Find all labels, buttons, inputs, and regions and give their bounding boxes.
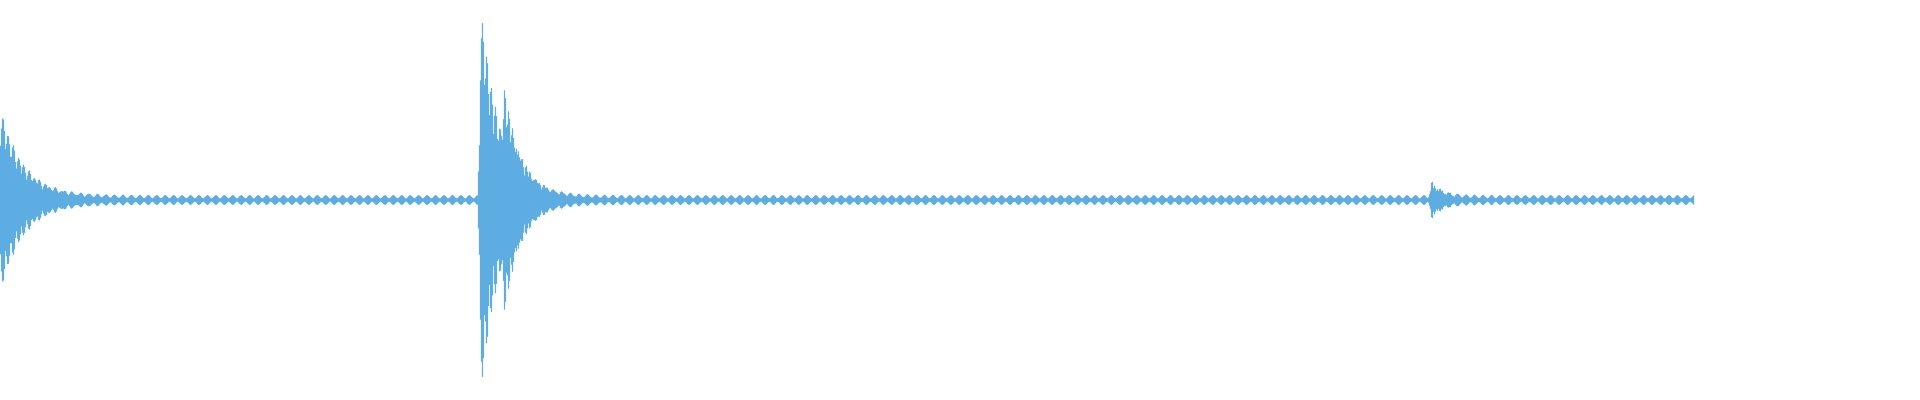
waveform-trace <box>0 23 1695 377</box>
